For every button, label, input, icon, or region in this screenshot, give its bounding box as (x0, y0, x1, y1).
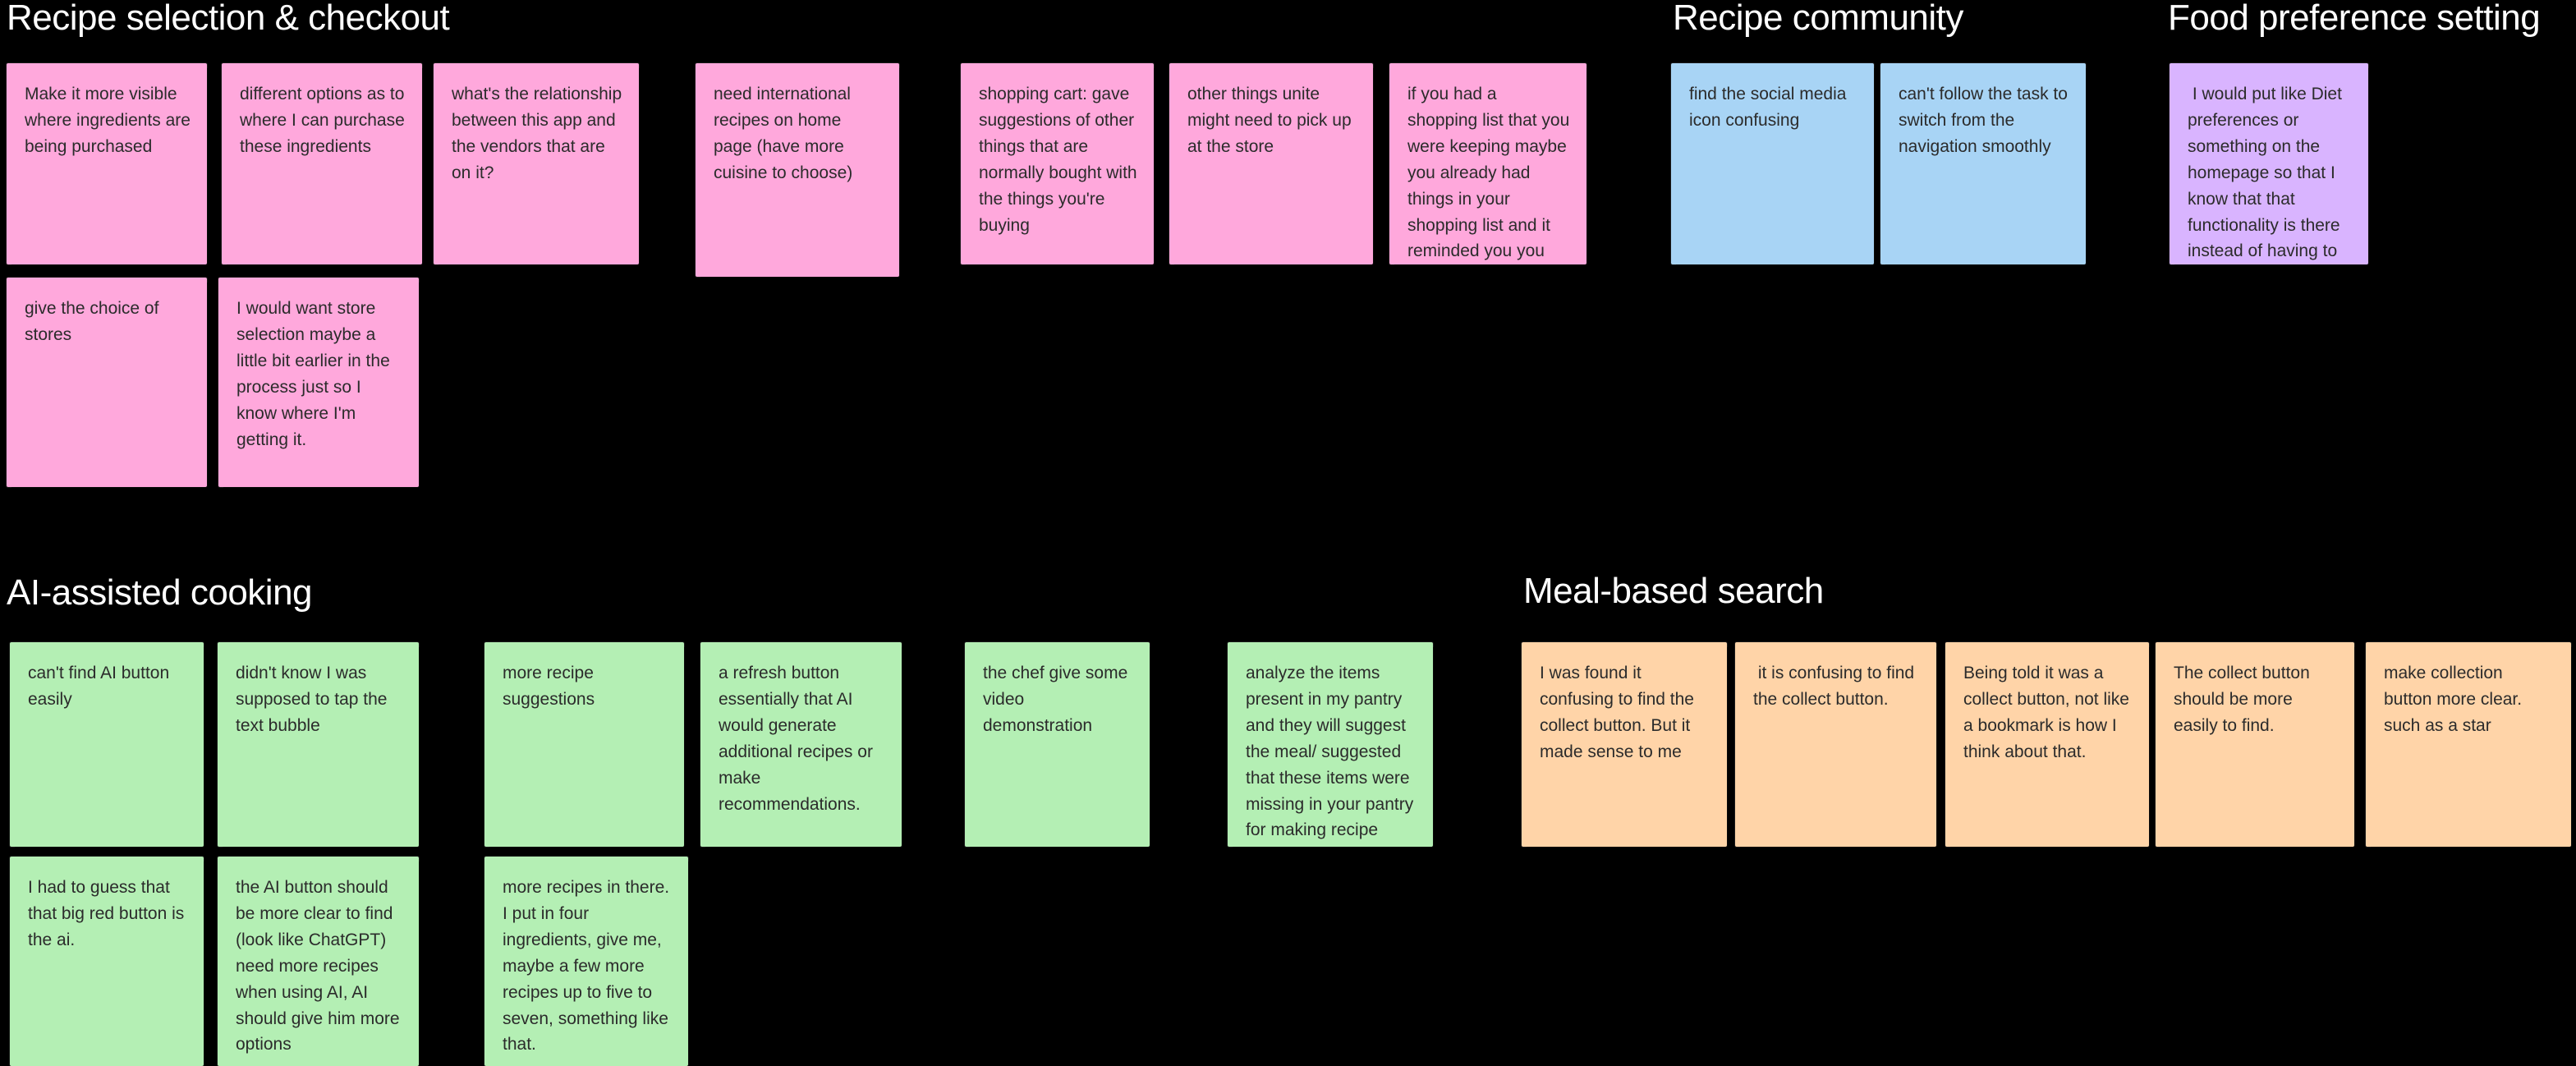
sticky-note[interactable]: make collection button more clear. such … (2366, 642, 2571, 847)
sticky-note[interactable]: I would want store selection maybe a lit… (218, 278, 419, 487)
sticky-note-text: Being told it was a collect button, not … (1963, 664, 2134, 761)
sticky-note-text: can't follow the task to switch from the… (1899, 85, 2073, 156)
section-title-meal-based-search: Meal-based search (1523, 571, 1824, 611)
sticky-note-text: I had to guess that that big red button … (28, 878, 190, 949)
sticky-note-text: a refresh button essentially that AI wou… (719, 664, 878, 814)
sticky-note-text: find the social media icon confusing (1689, 85, 1852, 130)
section-title-food-preference-setting: Food preference setting (2168, 0, 2541, 38)
sticky-note[interactable]: more recipe suggestions (484, 642, 684, 847)
sticky-note[interactable]: a refresh button essentially that AI wou… (700, 642, 902, 847)
sticky-note[interactable]: I would put like Diet preferences or som… (2170, 63, 2368, 264)
sticky-note-text: other things unite might need to pick up… (1187, 85, 1357, 156)
sticky-note[interactable]: give the choice of stores (7, 278, 207, 487)
sticky-note[interactable]: The collect button should be more easily… (2156, 642, 2354, 847)
sticky-note[interactable]: need international recipes on home page … (696, 63, 899, 277)
sticky-note-text: what's the relationship between this app… (452, 85, 627, 182)
sticky-note[interactable]: if you had a shopping list that you were… (1389, 63, 1586, 264)
sticky-note[interactable]: the AI button should be more clear to fi… (218, 857, 419, 1066)
sticky-note-text: shopping cart: gave suggestions of other… (979, 85, 1142, 235)
sticky-note-text: if you had a shopping list that you were… (1407, 85, 1570, 261)
sticky-note-text: I would want store selection maybe a lit… (236, 299, 395, 449)
sticky-note[interactable]: I had to guess that that big red button … (10, 857, 204, 1066)
sticky-note-text: I would put like Diet preferences or som… (2188, 85, 2342, 261)
sticky-note-text: make collection button more clear. such … (2384, 664, 2527, 735)
sticky-note[interactable]: can't follow the task to switch from the… (1880, 63, 2086, 264)
section-title-recipe-selection-checkout: Recipe selection & checkout (7, 0, 450, 38)
sticky-note[interactable]: what's the relationship between this app… (434, 63, 639, 264)
sticky-note-text: the AI button should be more clear to fi… (236, 878, 400, 1055)
sticky-note-text: more recipes in there. I put in four ing… (503, 878, 674, 1055)
sticky-note-text: it is confusing to find the collect butt… (1753, 664, 1919, 709)
sticky-note-text: didn't know I was supposed to tap the te… (236, 664, 393, 735)
sticky-note-text: need international recipes on home page … (714, 85, 856, 182)
sticky-note[interactable]: the chef give some video demonstration (965, 642, 1150, 847)
sticky-note[interactable]: I was found it confusing to find the col… (1522, 642, 1727, 847)
sticky-note[interactable]: Being told it was a collect button, not … (1945, 642, 2149, 847)
sticky-note[interactable]: didn't know I was supposed to tap the te… (218, 642, 419, 847)
sticky-note-text: The collect button should be more easily… (2174, 664, 2315, 735)
sticky-note-text: give the choice of stores (25, 299, 164, 344)
sticky-note-text: can't find AI button easily (28, 664, 174, 709)
sticky-note-text: Make it more visible where ingredients a… (25, 85, 195, 156)
sticky-note-text: different options as to where I can purc… (240, 85, 410, 156)
sticky-note[interactable]: it is confusing to find the collect butt… (1735, 642, 1936, 847)
sticky-note[interactable]: more recipes in there. I put in four ing… (484, 857, 688, 1066)
sticky-note[interactable]: Make it more visible where ingredients a… (7, 63, 207, 264)
sticky-note-text: analyze the items present in my pantry a… (1246, 664, 1419, 840)
section-title-recipe-community: Recipe community (1673, 0, 1963, 38)
sticky-note[interactable]: other things unite might need to pick up… (1169, 63, 1373, 264)
sticky-note[interactable]: analyze the items present in my pantry a… (1228, 642, 1433, 847)
sticky-note-text: more recipe suggestions (503, 664, 599, 709)
section-title-ai-assisted-cooking: AI-assisted cooking (7, 572, 313, 613)
sticky-note[interactable]: shopping cart: gave suggestions of other… (961, 63, 1154, 264)
sticky-note[interactable]: find the social media icon confusing (1671, 63, 1874, 264)
sticky-note[interactable]: different options as to where I can purc… (222, 63, 422, 264)
sticky-note-text: I was found it confusing to find the col… (1540, 664, 1699, 761)
sticky-note-text: the chef give some video demonstration (983, 664, 1133, 735)
sticky-note[interactable]: can't find AI button easily (10, 642, 204, 847)
